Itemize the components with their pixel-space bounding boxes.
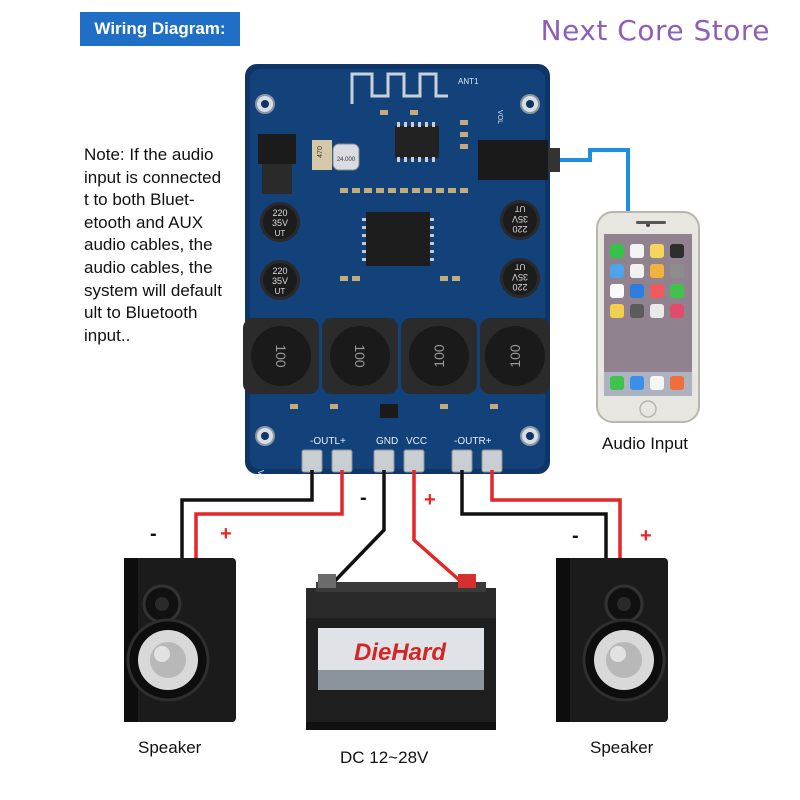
inductor-4: 100 — [480, 318, 550, 394]
wire-right-negative — [460, 470, 608, 558]
note-line: ult to Bluetooth — [84, 303, 198, 323]
diode-d2 — [380, 404, 398, 418]
wiring-diagram-title: Wiring Diagram: — [80, 12, 240, 46]
note-line: t to both Bluet- — [84, 190, 195, 210]
battery-minus-sign: - — [360, 487, 367, 509]
phone-app-icons — [604, 244, 692, 396]
note-line: input is connected — [84, 167, 222, 187]
svg-text:100: 100 — [507, 344, 523, 368]
wire-battery-negative — [328, 470, 386, 588]
capacitor-1: 220 35V UT — [260, 202, 300, 242]
svg-text:220: 220 — [272, 208, 287, 218]
wire-battery-positive — [412, 470, 468, 588]
svg-text:470: 470 — [317, 146, 324, 158]
wire-right-positive — [490, 470, 622, 558]
antenna-label: ANT1 — [458, 77, 479, 86]
svg-text:35V: 35V — [512, 272, 528, 282]
note-line: Note: If the audio — [84, 145, 214, 164]
svg-text:100: 100 — [273, 344, 289, 368]
note-text: Note: If the audio input is connected t … — [84, 144, 244, 347]
antenna-trace — [350, 72, 448, 104]
bluetooth-chip — [395, 126, 439, 158]
inductor-3: 100 — [401, 318, 477, 394]
amplifier-board: ANT1 24.000 470 VOL — [243, 64, 560, 480]
svg-text:UT: UT — [515, 262, 526, 271]
aux-jack — [478, 140, 548, 180]
svg-text:UT: UT — [275, 229, 286, 238]
svg-text:35V: 35V — [512, 214, 528, 224]
note-line: audio cables, the — [84, 257, 213, 277]
svg-text:35V: 35V — [272, 218, 288, 228]
inductor-1: 100 — [243, 318, 319, 394]
crystal-oscillator — [332, 143, 360, 171]
store-brand: Next Core Store — [540, 14, 770, 47]
speaker-left-caption: Speaker — [138, 738, 202, 757]
version-label: V2 — [256, 470, 265, 480]
capacitor-3: 220 35V UT — [500, 200, 540, 240]
svg-text:220: 220 — [272, 266, 287, 276]
wires — [180, 470, 622, 588]
outl-label: -OUTL+ — [310, 436, 346, 447]
right-plus-sign: + — [640, 525, 652, 547]
svg-text:UT: UT — [515, 204, 526, 213]
svg-text:VOL: VOL — [496, 110, 503, 124]
power-caption: DC 12~28V — [340, 748, 429, 767]
speaker-left — [124, 558, 236, 722]
aux-cable — [560, 148, 630, 212]
note-line: audio cables, the — [84, 235, 213, 255]
speaker-right-caption: Speaker — [590, 738, 654, 757]
note-line: system will default — [84, 280, 222, 300]
capacitor-2: 220 35V UT — [260, 260, 300, 300]
amplifier-chip — [366, 212, 430, 266]
speaker-right — [556, 558, 668, 722]
audio-input-caption: Audio Input — [602, 434, 689, 453]
svg-text:220: 220 — [512, 282, 527, 292]
car-battery: DieHard — [306, 574, 496, 730]
svg-text:35V: 35V — [272, 276, 288, 286]
note-line: etooth and AUX — [84, 212, 204, 232]
battery-brand: DieHard — [354, 639, 447, 666]
right-minus-sign: - — [572, 525, 579, 547]
regulator — [258, 134, 296, 164]
inductor-2: 100 — [322, 318, 398, 394]
outr-label: -OUTR+ — [454, 436, 492, 447]
svg-text:UT: UT — [275, 287, 286, 296]
note-line: input.. — [84, 325, 131, 345]
battery-plus-sign: + — [424, 489, 436, 511]
svg-text:100: 100 — [431, 344, 447, 368]
svg-text:24.000: 24.000 — [337, 157, 356, 163]
capacitor-4: 220 35V UT — [500, 258, 540, 298]
vcc-label: VCC — [406, 436, 427, 447]
svg-text:220: 220 — [512, 224, 527, 234]
cap-470 — [312, 140, 332, 170]
gnd-label: GND — [376, 436, 398, 447]
wire-left-negative — [180, 470, 314, 558]
smartphone — [596, 211, 700, 423]
left-plus-sign: + — [220, 523, 232, 545]
left-minus-sign: - — [150, 523, 157, 545]
wire-left-positive — [194, 470, 344, 558]
svg-text:100: 100 — [352, 344, 368, 368]
